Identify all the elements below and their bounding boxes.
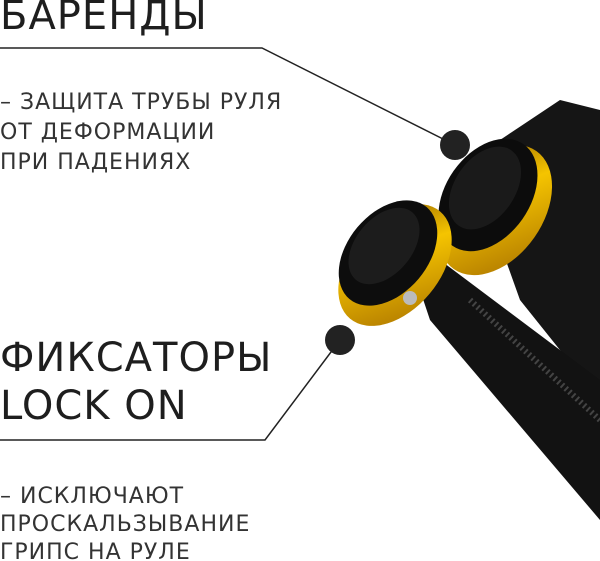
lock-on-title-line: ФИКСАТОРЫ: [0, 335, 273, 381]
lock-on-description-line: – ИСКЛЮЧАЮТ: [0, 484, 185, 509]
barends-description-line: ПРИ ПАДЕНИЯХ: [0, 150, 192, 175]
lock-on-title-line: LOCK ON: [0, 383, 188, 429]
pointer-lock-on: [0, 325, 355, 441]
lock-bolt: [403, 291, 417, 305]
pointer-barends: [0, 47, 470, 160]
barends-title: БАРЕНДЫ: [0, 0, 208, 39]
barends-description-line: – ЗАЩИТА ТРУБЫ РУЛЯ: [0, 90, 283, 115]
barends-description-line: ОТ ДЕФОРМАЦИИ: [0, 120, 216, 145]
lock-on-description-line: ГРИПС НА РУЛЕ: [0, 540, 191, 561]
front-grip: [338, 200, 600, 520]
back-grip: [437, 100, 600, 400]
lock-on-description-line: ПРОСКАЛЬЗЫВАНИЕ: [0, 512, 251, 537]
